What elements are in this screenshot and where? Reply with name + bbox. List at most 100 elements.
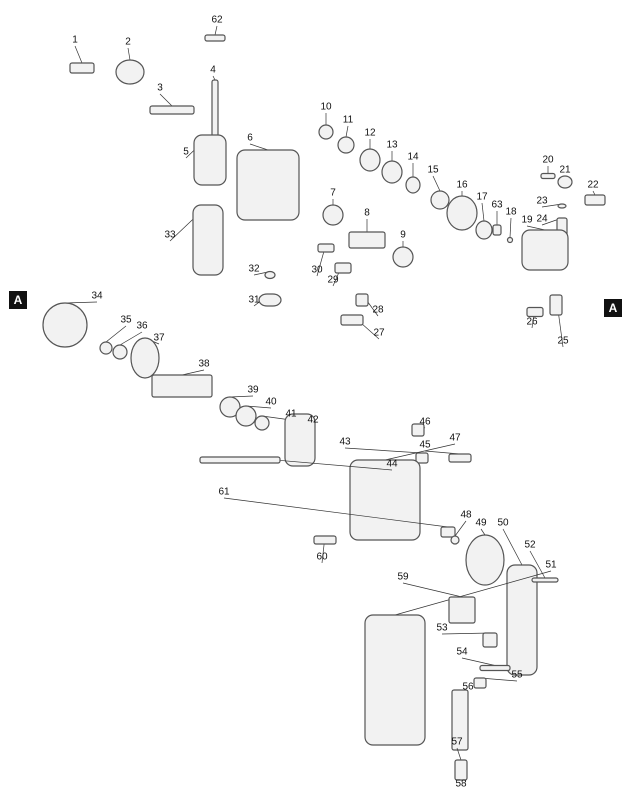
part-label-46: 46 <box>419 416 431 428</box>
part-18 <box>506 236 514 244</box>
leader-line-22 <box>592 190 596 196</box>
part-34 <box>42 302 88 348</box>
part-57 <box>454 759 468 781</box>
part-label-61: 61 <box>218 486 230 498</box>
reference-marker-a-left: A <box>9 291 27 309</box>
part-label-60: 60 <box>316 551 328 563</box>
part-59 <box>448 596 476 624</box>
part-label-29: 29 <box>327 274 339 286</box>
part-label-63: 63 <box>491 199 503 211</box>
part-label-53: 53 <box>436 622 448 634</box>
part-13 <box>381 160 403 184</box>
part-label-21: 21 <box>559 164 571 176</box>
part-label-32: 32 <box>248 263 260 275</box>
part-60 <box>313 535 337 545</box>
leader-line-53 <box>441 632 491 635</box>
part-8 <box>348 231 386 249</box>
part-label-27: 27 <box>373 327 385 339</box>
part-16 <box>446 195 478 231</box>
leader-line-57 <box>456 747 462 761</box>
part-label-4: 4 <box>210 64 216 76</box>
part-42 <box>284 413 316 467</box>
part-label-44: 44 <box>386 458 398 470</box>
part-40 <box>235 405 257 427</box>
leader-line-4 <box>212 75 216 81</box>
part-label-14: 14 <box>407 151 419 163</box>
part-5 <box>193 134 227 186</box>
part-35 <box>99 341 113 355</box>
part-label-18: 18 <box>505 206 517 218</box>
part-21 <box>557 175 573 189</box>
part-50 <box>506 564 538 676</box>
leader-line-18 <box>509 217 512 238</box>
part-label-25: 25 <box>557 335 569 347</box>
part-label-31: 31 <box>248 294 260 306</box>
part-54 <box>479 664 511 672</box>
part-label-19: 19 <box>521 214 533 226</box>
part-label-55: 55 <box>511 669 523 681</box>
part-44 <box>199 456 281 464</box>
leader-line-19 <box>526 225 546 231</box>
leader-line-38 <box>181 369 205 376</box>
leader-line-61 <box>223 497 449 528</box>
part-46 <box>411 423 425 437</box>
part-9 <box>392 246 414 268</box>
part-label-24: 24 <box>536 213 548 225</box>
part-label-6: 6 <box>247 132 253 144</box>
part-4 <box>211 79 219 141</box>
leader-line-6 <box>249 143 269 151</box>
part-55 <box>473 677 487 689</box>
part-10 <box>318 124 334 140</box>
part-36 <box>112 344 128 360</box>
part-39 <box>219 396 241 418</box>
part-1 <box>69 62 95 74</box>
part-45 <box>448 453 472 463</box>
leader-line-11 <box>345 125 349 138</box>
part-label-23: 23 <box>536 195 548 207</box>
leader-line-49 <box>480 528 486 536</box>
part-label-22: 22 <box>587 179 599 191</box>
leader-line-2 <box>127 47 131 61</box>
part-17 <box>475 220 493 240</box>
part-56 <box>451 689 469 751</box>
part-6 <box>236 149 300 221</box>
part-30 <box>317 243 335 253</box>
part-28 <box>355 293 369 307</box>
part-15 <box>430 190 450 210</box>
part-49 <box>465 534 505 586</box>
leader-line-3 <box>159 93 173 107</box>
part-label-50: 50 <box>497 517 509 529</box>
leader-line-15 <box>432 175 441 192</box>
part-label-35: 35 <box>120 314 132 326</box>
part-2 <box>115 59 145 85</box>
part-label-43: 43 <box>339 436 351 448</box>
part-23 <box>557 203 567 209</box>
part-label-13: 13 <box>386 139 398 151</box>
leader-line-35 <box>105 325 127 343</box>
part-label-36: 36 <box>136 320 148 332</box>
part-label-39: 39 <box>247 384 259 396</box>
part-19 <box>521 229 569 271</box>
part-label-20: 20 <box>542 154 554 166</box>
part-52 <box>531 577 559 583</box>
part-63 <box>492 224 502 236</box>
part-label-10: 10 <box>320 101 332 113</box>
part-48 <box>450 535 460 545</box>
leader-line-48 <box>454 520 467 537</box>
leader-line-1 <box>74 45 83 64</box>
leader-line-51 <box>394 570 552 616</box>
part-31 <box>258 293 282 307</box>
part-label-1: 1 <box>72 34 78 46</box>
part-47 <box>349 459 421 541</box>
part-37 <box>130 337 160 379</box>
leader-line-59 <box>402 582 463 598</box>
part-label-58: 58 <box>455 778 467 790</box>
part-label-62: 62 <box>211 14 223 26</box>
part-label-41: 41 <box>285 408 297 420</box>
part-label-57: 57 <box>451 736 463 748</box>
part-25 <box>549 294 563 316</box>
part-label-37: 37 <box>153 332 165 344</box>
part-label-15: 15 <box>427 164 439 176</box>
part-3 <box>149 105 195 115</box>
